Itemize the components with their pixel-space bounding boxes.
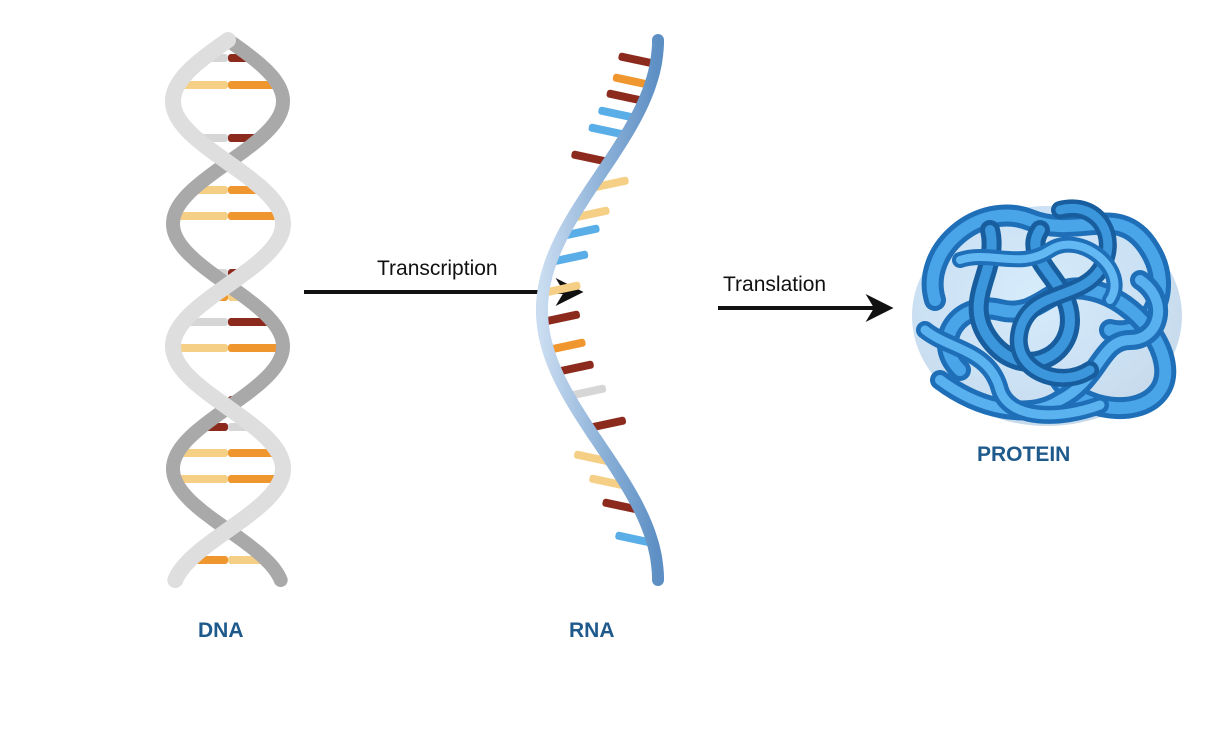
dna-base bbox=[228, 475, 284, 483]
dna-base bbox=[172, 212, 228, 220]
rna-base bbox=[588, 123, 627, 139]
dna-base bbox=[228, 344, 285, 352]
rna-base bbox=[573, 450, 612, 466]
transcription-label: Transcription bbox=[377, 257, 498, 280]
rna-bases bbox=[542, 52, 657, 547]
dna-base bbox=[171, 344, 228, 352]
dna-base bbox=[228, 81, 281, 89]
dna-base bbox=[175, 81, 228, 89]
rna-base bbox=[547, 338, 586, 354]
rna-base bbox=[598, 106, 636, 122]
protein-illustration bbox=[912, 199, 1182, 426]
rna-base bbox=[561, 224, 600, 240]
rna-base bbox=[542, 281, 581, 297]
rna-base bbox=[542, 310, 581, 326]
rna-base bbox=[615, 531, 653, 547]
dna-strand-back bbox=[165, 33, 291, 587]
rna-ribbon bbox=[536, 34, 664, 586]
rna-label: RNA bbox=[569, 619, 615, 642]
rna-base bbox=[602, 498, 641, 514]
dna-base bbox=[228, 212, 284, 220]
rna-base bbox=[612, 73, 651, 89]
rna-base bbox=[571, 206, 610, 222]
rna-base bbox=[591, 176, 629, 192]
dna-base bbox=[175, 449, 228, 457]
dna-base bbox=[228, 449, 281, 457]
protein-label: PROTEIN bbox=[977, 443, 1071, 466]
dna-strand-front bbox=[164, 32, 292, 588]
dna-label: DNA bbox=[198, 619, 244, 642]
rna-base bbox=[606, 89, 645, 105]
dna-double-helix-illustration bbox=[164, 32, 292, 588]
translation-label: Translation bbox=[723, 273, 827, 296]
rna-base bbox=[588, 416, 627, 432]
dna-base bbox=[172, 475, 228, 483]
rna-base bbox=[568, 384, 607, 400]
rna-base bbox=[571, 150, 609, 166]
rna-base bbox=[550, 250, 589, 266]
rna-base bbox=[618, 52, 657, 68]
rna-strand-illustration bbox=[536, 34, 664, 586]
rna-base bbox=[556, 360, 594, 376]
rna-base bbox=[589, 474, 627, 490]
